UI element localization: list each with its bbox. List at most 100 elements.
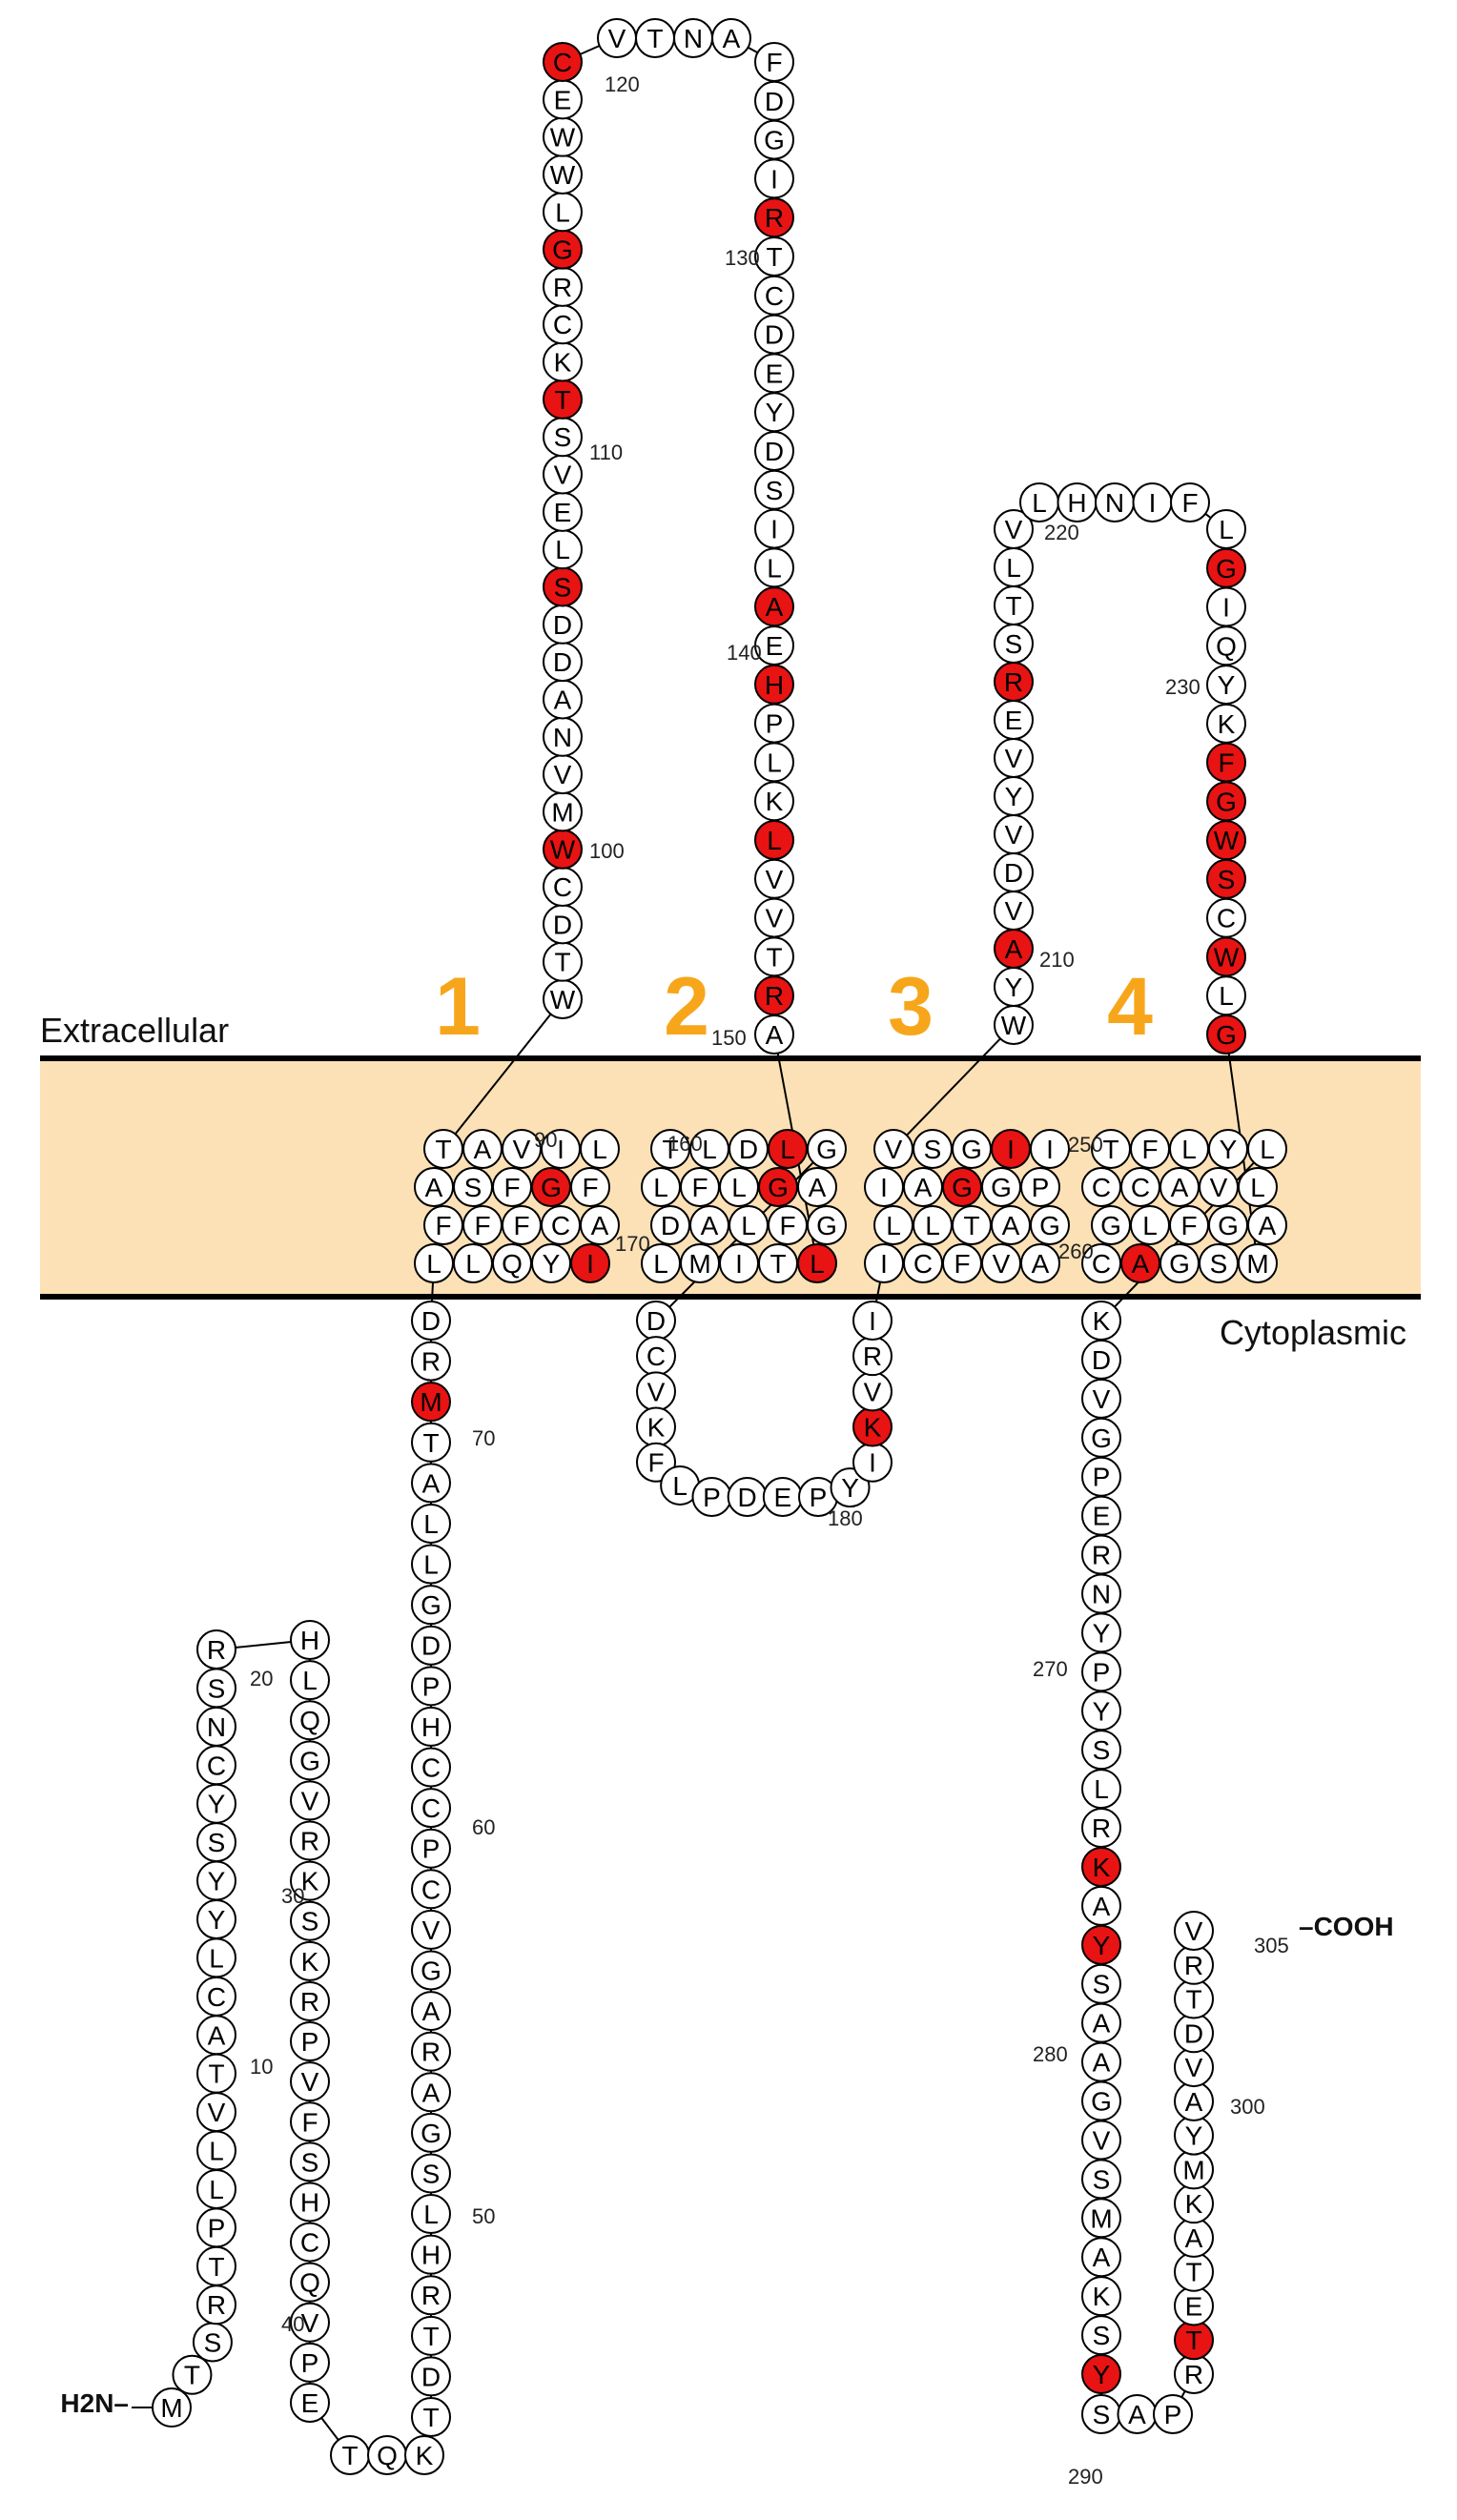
residue-letter: F: [1218, 748, 1234, 778]
residue-cterm-bottom: P: [1153, 2394, 1193, 2434]
n-terminus-label: H2N–: [60, 2388, 129, 2418]
residue-ecl1-down: R: [754, 975, 794, 1016]
residue-letter: L: [653, 1249, 668, 1279]
residue-letter: L: [810, 1249, 825, 1279]
residue-number-label: 305: [1254, 1934, 1289, 1957]
residue-circle: [290, 1660, 330, 1701]
residue-letter: G: [552, 236, 573, 265]
residue-ecl2-up: V: [994, 814, 1034, 854]
residue-ecl1-down: D: [754, 314, 794, 355]
residue-letter: L: [702, 1135, 717, 1164]
residue-letter: S: [1005, 629, 1023, 659]
residue-tm2: F: [680, 1167, 720, 1207]
residue-letter: V: [1185, 1916, 1203, 1946]
residue-letter: D: [1092, 1345, 1111, 1375]
residue-nterm-down: L: [290, 1660, 330, 1701]
residue-letter: L: [767, 826, 782, 855]
residue-nterm-up: Y: [196, 1898, 236, 1939]
residue-letter: S: [301, 1907, 319, 1936]
residue-ecl2-down: L: [1206, 975, 1246, 1016]
residue-tm3: T: [952, 1205, 992, 1245]
residue-ecl1-down: H: [754, 664, 794, 705]
residue-letter: P: [1093, 1463, 1111, 1492]
residue-letter: I: [735, 1249, 743, 1279]
residue-letter: L: [1006, 553, 1021, 583]
residue-circle: [1174, 1911, 1214, 1951]
residue-linker-up: L: [411, 1544, 451, 1585]
residue-letter: T: [662, 1135, 678, 1164]
residue-cterm-up: M: [1174, 2149, 1214, 2190]
residue-letter: L: [1142, 1211, 1158, 1240]
residue-letter: A: [1185, 2087, 1203, 2117]
residue-tm3: G: [981, 1167, 1021, 1207]
residue-icl1: V: [852, 1371, 893, 1412]
residue-ecl1-up: M: [543, 791, 583, 832]
residue-linker-up: T: [411, 2315, 451, 2356]
residue-ecl1-down: C: [754, 275, 794, 316]
residue-letter: E: [1185, 2291, 1203, 2321]
residue-circle: [290, 2182, 330, 2223]
residue-letter: S: [1210, 1249, 1228, 1279]
residue-letter: E: [766, 631, 784, 661]
residue-letter: K: [1093, 1306, 1111, 1336]
residue-cterm-down: S: [1081, 1963, 1121, 2004]
residue-letter: A: [422, 2078, 441, 2107]
residue-bottom-turn: Q: [367, 2435, 407, 2475]
residue-nterm-up: P: [196, 2207, 236, 2248]
residue-icl1: P: [691, 1477, 732, 1517]
residue-letter: A: [1032, 1249, 1050, 1279]
residue-tm4: G: [1208, 1205, 1248, 1245]
residue-tm1: A: [580, 1205, 620, 1245]
residue-tm3: A: [903, 1167, 943, 1207]
residue-ecl1-up: C: [543, 304, 583, 345]
residue-circle: [754, 1014, 794, 1055]
residue-circle: [852, 1301, 893, 1341]
residue-number-label: 220: [1044, 521, 1079, 544]
residue-letter: C: [553, 872, 572, 902]
residue-circle: [1153, 2394, 1193, 2434]
residue-letter: F: [766, 48, 782, 77]
residue-cterm-down: P: [1081, 1651, 1121, 1692]
residue-cterm-down: V: [1081, 1378, 1121, 1419]
residue-letter: L: [302, 1666, 318, 1695]
residue-nterm-down: R: [290, 1820, 330, 1861]
residue-linker-up: G: [411, 2112, 451, 2153]
residue-letter: L: [555, 535, 570, 564]
residue-cterm-bottom: A: [1117, 2394, 1158, 2434]
residue-letter: M: [420, 1387, 441, 1417]
residue-letter: L: [925, 1211, 940, 1240]
residue-letter: P: [1164, 2400, 1182, 2429]
residue-cterm-down: A: [1081, 2002, 1121, 2043]
residue-nterm-up: C: [196, 1976, 236, 2017]
residue-letter: Q: [377, 2441, 398, 2470]
residue-bottom-turn: K: [404, 2435, 444, 2475]
residue-letter: P: [301, 2348, 319, 2378]
residue-letter: T: [422, 1428, 439, 1458]
residue-ecl1-up: C: [543, 42, 583, 82]
residue-cterm-bottom: S: [1081, 2394, 1121, 2434]
residue-ecl2-up: T: [994, 585, 1034, 625]
residue-nterm-up: T: [196, 2245, 236, 2286]
residue-nterm-down: V: [290, 2302, 330, 2343]
residue-letter: W: [1214, 942, 1240, 972]
residue-tm2: F: [768, 1205, 808, 1245]
residue-letter: S: [1093, 2321, 1111, 2350]
residue-letter: Y: [208, 1905, 226, 1935]
residue-letter: V: [208, 2098, 226, 2127]
residue-letter: D: [765, 437, 784, 466]
residue-tm3: V: [873, 1129, 913, 1169]
residue-circle: [1247, 1205, 1287, 1245]
residue-circle: [404, 2435, 444, 2475]
residue-ecl1-down: L: [754, 742, 794, 783]
residue-ecl1-up: C: [543, 867, 583, 908]
residue-number-label: 210: [1039, 948, 1075, 972]
residue-letter: S: [1093, 2164, 1111, 2194]
residue-letter: D: [421, 1306, 441, 1336]
residue-letter: C: [207, 1982, 226, 2012]
residue-ecl1-down: V: [754, 897, 794, 938]
residue-letter: V: [301, 2308, 319, 2338]
residue-tm2: L: [641, 1167, 681, 1207]
residue-linker-up: A: [411, 1991, 451, 2032]
residue-circle: [411, 1747, 451, 1788]
residue-tm2: L: [641, 1243, 681, 1283]
